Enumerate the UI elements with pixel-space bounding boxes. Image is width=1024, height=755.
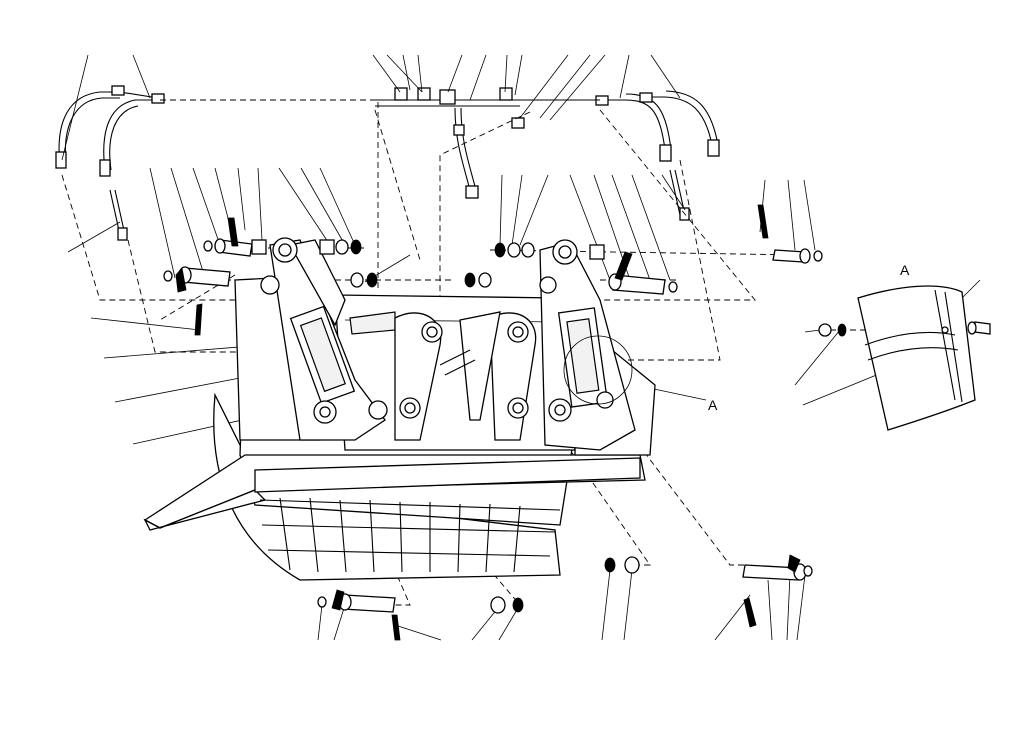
hydraulic-hoses	[55, 85, 720, 241]
inset-label-a: A	[900, 262, 910, 278]
detail-callout-a: A	[708, 397, 718, 413]
right-arm-assembly	[539, 239, 636, 451]
left-pins-hardware	[163, 217, 378, 336]
right-pins-hardware	[464, 204, 823, 295]
leader-lines	[61, 54, 981, 641]
frame-plate	[334, 294, 576, 451]
left-arm-assembly	[260, 237, 388, 441]
bottom-pins-hardware	[317, 554, 813, 641]
detail-inset-a	[818, 285, 991, 431]
